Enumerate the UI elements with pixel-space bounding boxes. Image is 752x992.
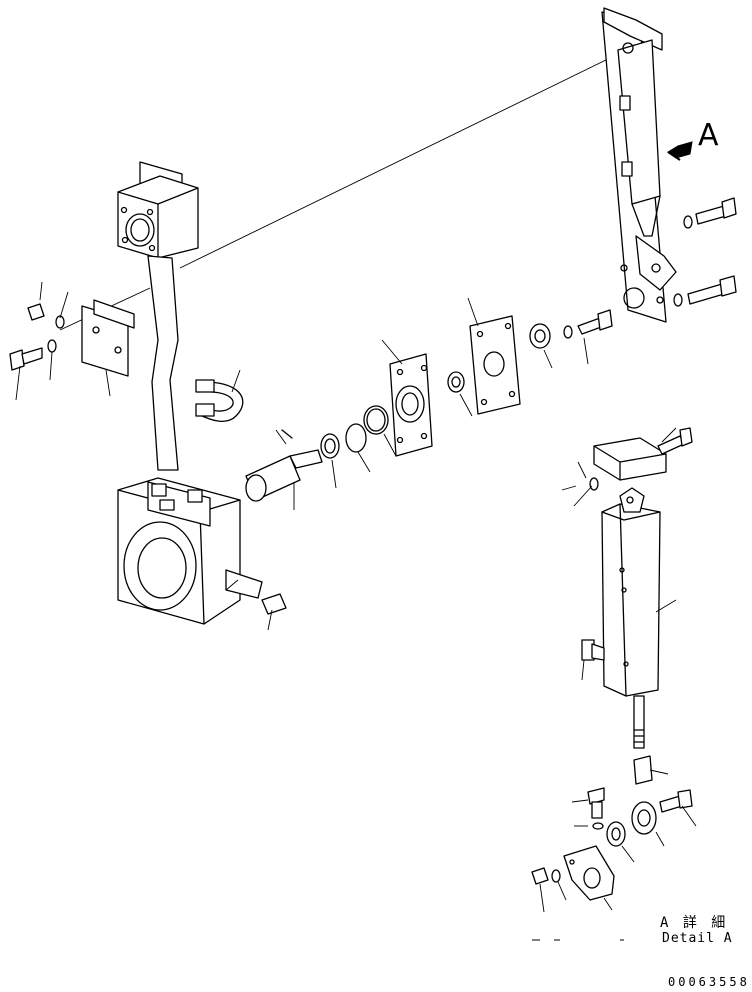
- bracket-washer: [47, 339, 57, 353]
- lower-bolt: [673, 275, 737, 307]
- upper-bolt: [683, 197, 737, 229]
- alignment-line: [179, 57, 611, 269]
- rod-end-fitting: [581, 639, 605, 661]
- hose-fitting: [195, 379, 244, 422]
- bracket-bolt: [9, 347, 43, 371]
- steering-valve-body: [117, 477, 241, 625]
- collar: [529, 323, 551, 349]
- valve-side-fitting: [225, 569, 287, 615]
- lower-cylinder: [601, 487, 661, 697]
- leader-lines: [15, 281, 697, 913]
- pin-washer: [592, 822, 604, 830]
- collar-washer: [563, 325, 573, 339]
- clamp-nut: [531, 867, 561, 885]
- eye-bolt: [659, 789, 693, 813]
- mounting-bracket: [81, 299, 135, 377]
- cylinder-rod: [633, 695, 645, 749]
- detail-title-en: Detail A: [662, 931, 733, 946]
- collar-bolt: [577, 309, 613, 335]
- view-letter-label: A: [698, 118, 719, 153]
- o-ring: [363, 405, 389, 435]
- rod-eye: [631, 755, 657, 835]
- disc-plate: [345, 423, 367, 453]
- detail-title-jp: A 詳 細: [660, 915, 729, 931]
- bearing-ring: [320, 433, 340, 459]
- bracket-nut: [27, 303, 65, 329]
- cylinder-clevis: [635, 235, 677, 291]
- retainer-washer: [447, 371, 465, 393]
- pin-bolt: [587, 787, 605, 819]
- drawing-number: 00063558: [668, 975, 750, 989]
- direction-arrow: [667, 141, 693, 161]
- upper-cylinder: [617, 39, 661, 237]
- flange-plate: [469, 315, 521, 415]
- cap-bolt: [657, 427, 693, 455]
- cap-washer: [589, 477, 599, 491]
- upper-flange-block: [117, 161, 199, 259]
- spacer-ring: [606, 821, 626, 847]
- steering-column-tube: [147, 255, 179, 471]
- lower-clamp: [563, 845, 615, 901]
- spool-pin: [245, 429, 323, 502]
- cap-block: [593, 437, 667, 481]
- cover-plate: [389, 353, 433, 457]
